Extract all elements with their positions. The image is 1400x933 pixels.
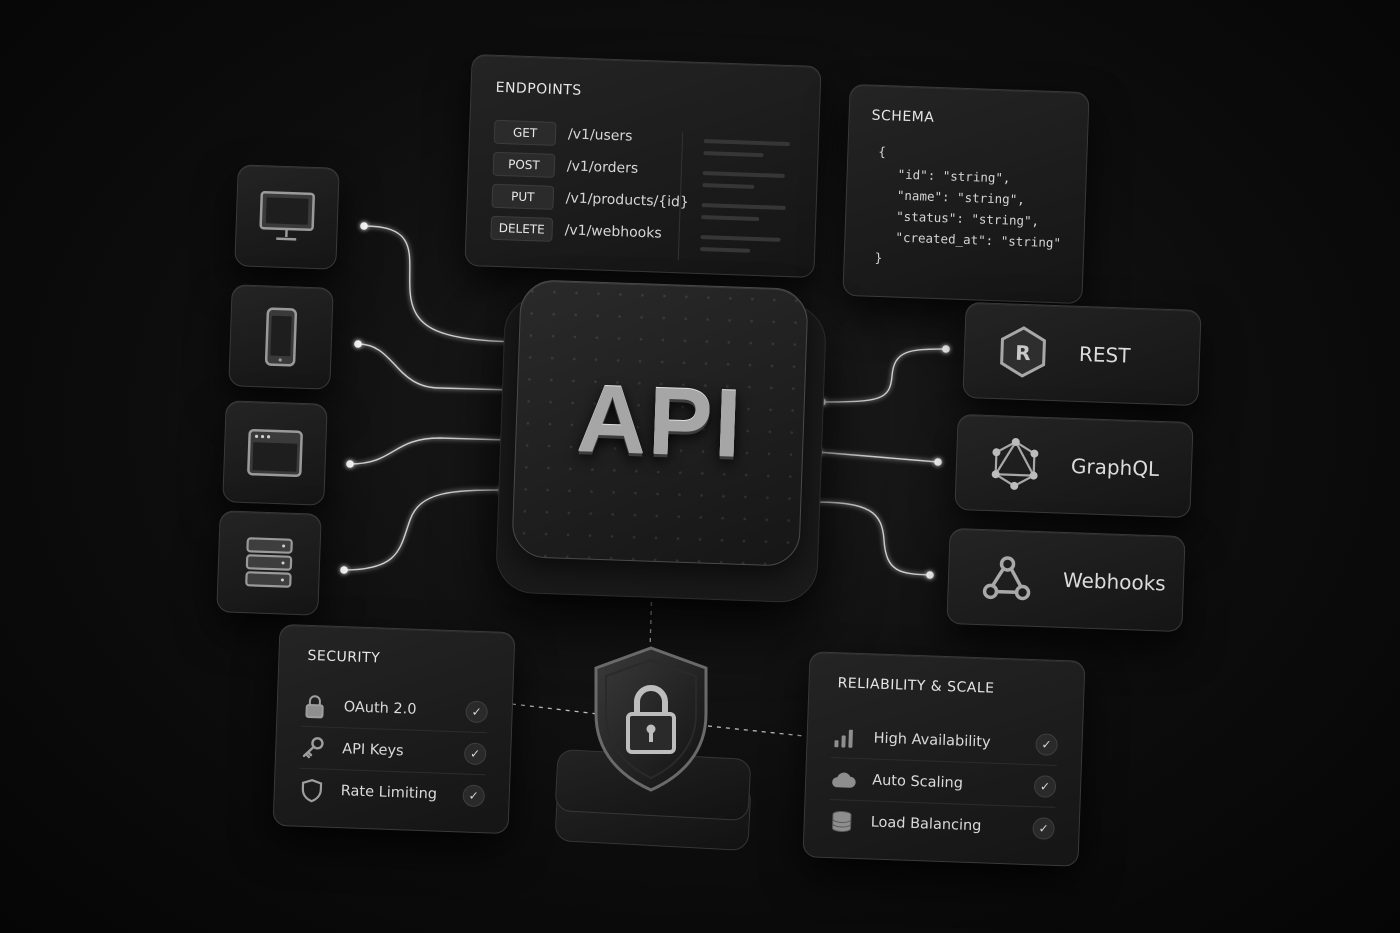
- reliability-item-label: Auto Scaling: [871, 772, 964, 792]
- schema-field-line: "name": "string",: [896, 187, 1026, 208]
- http-method-badge: POST: [492, 151, 556, 178]
- bar-chart-icon: [834, 729, 853, 748]
- protocol-label: Webhooks: [1062, 567, 1167, 596]
- wire-rest: [821, 348, 947, 403]
- endpoint-path: /v1/products/{id}: [565, 190, 690, 211]
- shield-lock-icon[interactable]: [586, 644, 716, 794]
- endpoint-row[interactable]: DELETE /v1/webhooks: [490, 215, 662, 246]
- http-method-badge: DELETE: [490, 215, 554, 242]
- browser-window-icon: [247, 428, 303, 478]
- security-item-oauth[interactable]: OAuth 2.0 ✓: [301, 685, 489, 734]
- placeholder-line: [702, 171, 785, 178]
- reliability-panel: RELIABILITY & SCALE High Availability ✓ …: [802, 651, 1086, 867]
- check-icon: ✓: [465, 700, 489, 724]
- svg-text:R: R: [1015, 341, 1031, 366]
- endpoint-row[interactable]: GET /v1/users: [493, 119, 633, 149]
- key-icon: [302, 737, 324, 759]
- security-item-api-keys[interactable]: API Keys ✓: [299, 727, 487, 776]
- endpoint-row[interactable]: PUT /v1/products/{id}: [491, 183, 690, 215]
- schema-field-line: "id": "string",: [897, 166, 1011, 186]
- graphql-icon: [991, 437, 1039, 490]
- client-desktop-tile[interactable]: [234, 164, 340, 270]
- wire-monitor: [363, 225, 519, 343]
- reliability-item-label: Load Balancing: [870, 814, 982, 835]
- rest-hexagon-icon: R: [1000, 326, 1046, 378]
- protocol-label: GraphQL: [1070, 453, 1160, 481]
- endpoint-row[interactable]: POST /v1/orders: [492, 151, 639, 181]
- reliability-item-auto-scaling[interactable]: Auto Scaling ✓: [829, 759, 1057, 808]
- security-item-label: API Keys: [341, 741, 404, 760]
- schema-title: SCHEMA: [871, 107, 935, 126]
- check-icon: ✓: [462, 784, 486, 808]
- wire-browser: [349, 437, 509, 465]
- wire-webhooks: [812, 501, 931, 576]
- security-item-label: OAuth 2.0: [343, 699, 417, 718]
- placeholder-line: [703, 139, 790, 147]
- server-stack-icon: [245, 537, 293, 588]
- cloud-icon: [832, 772, 856, 788]
- node-dot: [360, 222, 368, 230]
- protocol-card-webhooks[interactable]: Webhooks: [946, 527, 1186, 633]
- padlock-icon: [305, 695, 324, 719]
- http-method-badge: PUT: [491, 183, 555, 210]
- security-title: SECURITY: [307, 647, 381, 667]
- schema-brace-close: }: [874, 249, 883, 266]
- schema-brace-open: {: [878, 143, 887, 160]
- endpoint-path: /v1/users: [567, 126, 633, 145]
- http-method-badge: GET: [493, 119, 557, 146]
- schema-panel: SCHEMA { "id": "string", "name": "string…: [842, 83, 1090, 305]
- node-dot: [942, 345, 950, 353]
- monitor-icon: [259, 190, 315, 241]
- security-item-rate-limiting[interactable]: Rate Limiting ✓: [298, 770, 486, 816]
- webhooks-icon: [982, 556, 1031, 601]
- check-icon: ✓: [1035, 733, 1058, 756]
- endpoint-path: /v1/orders: [566, 158, 639, 177]
- client-server-tile[interactable]: [216, 510, 322, 616]
- database-icon: [832, 810, 852, 832]
- check-icon: ✓: [1032, 817, 1056, 840]
- check-icon: ✓: [1033, 775, 1057, 798]
- node-dot: [340, 566, 348, 574]
- client-web-tile[interactable]: [222, 400, 328, 506]
- shield-outline-icon: [301, 779, 323, 803]
- wire-security-to-shield: [511, 703, 599, 715]
- endpoint-path: /v1/webhooks: [564, 222, 662, 242]
- client-mobile-tile[interactable]: [228, 284, 334, 390]
- schema-field-line: "created_at": "string": [895, 229, 1062, 251]
- placeholder-line: [702, 183, 755, 189]
- protocol-label: REST: [1078, 341, 1131, 368]
- api-chip[interactable]: API: [511, 279, 809, 567]
- protocol-card-rest[interactable]: R REST: [962, 301, 1202, 407]
- endpoints-panel: ENDPOINTS GET /v1/users POST /v1/orders …: [464, 53, 822, 279]
- reliability-item-label: High Availability: [873, 730, 991, 751]
- placeholder-line: [701, 203, 786, 211]
- placeholder-line: [701, 215, 760, 222]
- node-dot: [934, 458, 942, 466]
- wire-shield-to-reliability: [707, 725, 805, 737]
- placeholder-line: [703, 151, 764, 158]
- placeholder-line: [700, 235, 781, 242]
- reliability-item-high-availability[interactable]: High Availability ✓: [830, 717, 1059, 766]
- node-dot: [354, 340, 362, 348]
- placeholder-line: [700, 247, 751, 253]
- wire-graphql: [817, 451, 939, 463]
- smartphone-icon: [264, 307, 298, 367]
- security-item-label: Rate Limiting: [340, 783, 438, 803]
- node-dot: [346, 460, 354, 468]
- api-label: API: [575, 365, 745, 478]
- schema-field-line: "status": "string",: [895, 208, 1040, 229]
- endpoints-title: ENDPOINTS: [495, 79, 582, 99]
- wire-phone: [357, 343, 513, 391]
- node-dot: [926, 571, 934, 579]
- reliability-title: RELIABILITY & SCALE: [837, 675, 995, 697]
- wire-server: [343, 489, 504, 571]
- security-panel: SECURITY OAuth 2.0 ✓ API Keys ✓ Rate Lim…: [272, 623, 516, 835]
- check-icon: ✓: [463, 742, 487, 766]
- protocol-card-graphql[interactable]: GraphQL: [954, 413, 1194, 519]
- reliability-item-load-balancing[interactable]: Load Balancing ✓: [828, 801, 1056, 849]
